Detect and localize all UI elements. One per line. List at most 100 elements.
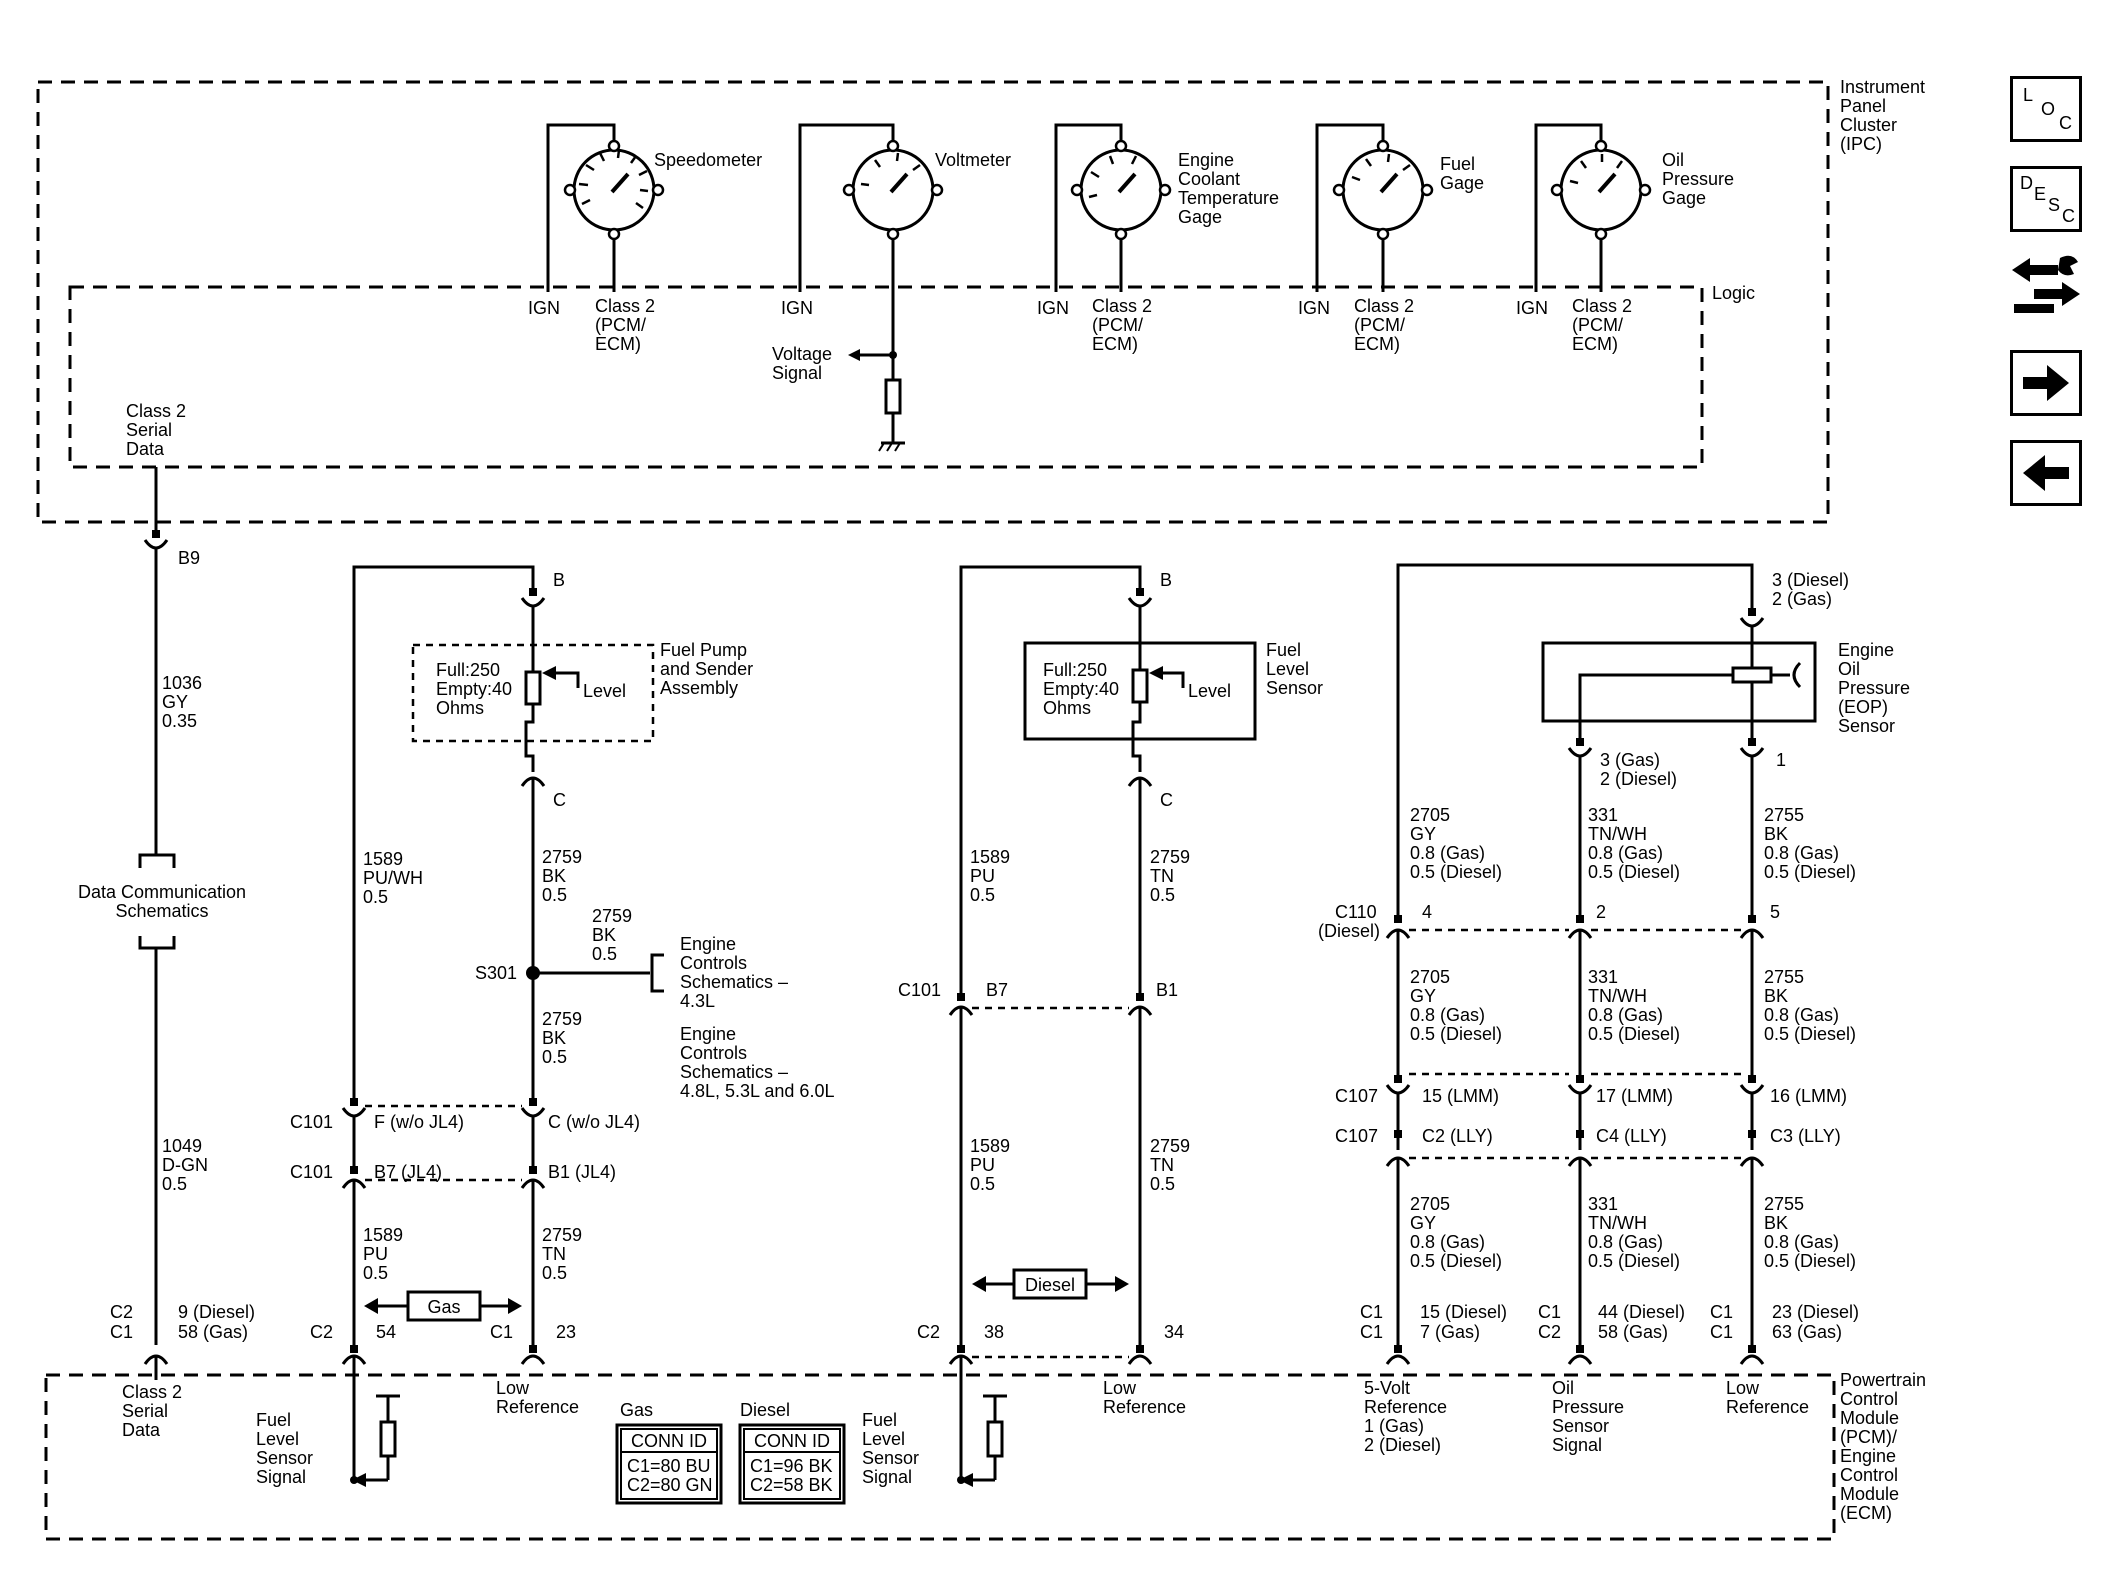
svg-text:CONN ID: CONN ID [754, 1431, 830, 1451]
desc-letter-e: E [2034, 184, 2047, 204]
oil-pressure-gauge: Oil Pressure Gage IGN Class 2 (PCM/ ECM) [1516, 123, 1734, 354]
svg-text:Level: Level [583, 681, 626, 701]
svg-text:Serial: Serial [122, 1401, 168, 1421]
svg-text:0.5: 0.5 [363, 887, 388, 907]
svg-text:16 (LMM): 16 (LMM) [1770, 1086, 1847, 1106]
svg-text:Gage: Gage [1440, 173, 1484, 193]
previous-page-button[interactable] [2010, 440, 2082, 506]
svg-text:C1: C1 [1360, 1302, 1383, 1322]
svg-text:1049: 1049 [162, 1136, 202, 1156]
svg-text:(EOP): (EOP) [1838, 697, 1888, 717]
svg-text:15 (LMM): 15 (LMM) [1422, 1086, 1499, 1106]
svg-text:Empty:40: Empty:40 [1043, 679, 1119, 699]
svg-text:C2=80 GN: C2=80 GN [627, 1475, 713, 1495]
svg-text:Level: Level [1188, 681, 1231, 701]
pcm-ecm-boundary [44, 1373, 1836, 1541]
svg-text:ECM): ECM) [1354, 334, 1400, 354]
svg-text:TN/WH: TN/WH [1588, 1213, 1647, 1233]
svg-text:Level: Level [1266, 659, 1309, 679]
svg-text:C1: C1 [110, 1322, 133, 1342]
svg-text:Reference: Reference [1364, 1397, 1447, 1417]
svg-text:Speedometer: Speedometer [654, 150, 762, 170]
svg-text:Cluster: Cluster [1840, 115, 1897, 135]
svg-text:TN: TN [542, 1244, 566, 1264]
svg-text:Sensor: Sensor [1552, 1416, 1609, 1436]
svg-text:Data: Data [122, 1420, 161, 1440]
svg-text:Schematics –: Schematics – [680, 1062, 788, 1082]
svg-text:2755: 2755 [1764, 967, 1804, 987]
svg-text:Engine: Engine [1178, 150, 1234, 170]
svg-text:C1: C1 [1538, 1302, 1561, 1322]
svg-text:3 (Diesel): 3 (Diesel) [1772, 570, 1849, 590]
svg-text:BK: BK [1764, 986, 1788, 1006]
svg-text:2 (Gas): 2 (Gas) [1772, 589, 1832, 609]
svg-text:Signal: Signal [256, 1467, 306, 1487]
location-view-button[interactable]: L O C [2010, 76, 2082, 142]
svg-text:4.3L: 4.3L [680, 991, 715, 1011]
svg-text:3 (Gas): 3 (Gas) [1600, 750, 1660, 770]
ipc-boundary [36, 80, 1830, 524]
svg-text:Low: Low [1726, 1378, 1760, 1398]
svg-text:0.5: 0.5 [970, 1174, 995, 1194]
svg-text:38: 38 [984, 1322, 1004, 1342]
desc-letter-s: S [2048, 195, 2061, 215]
svg-text:0.5 (Diesel): 0.5 (Diesel) [1410, 862, 1502, 882]
svg-text:C: C [1160, 790, 1173, 810]
svg-text:GY: GY [1410, 986, 1436, 1006]
svg-text:1589: 1589 [363, 1225, 403, 1245]
svg-text:BK: BK [1764, 824, 1788, 844]
svg-text:GY: GY [1410, 824, 1436, 844]
svg-text:0.8 (Gas): 0.8 (Gas) [1588, 843, 1663, 863]
desc-letter-c2: C [2062, 206, 2075, 226]
svg-text:Class 2: Class 2 [1092, 296, 1152, 316]
description-view-button[interactable]: D E S C [2010, 166, 2082, 232]
data-communication-link: Data Communication [78, 882, 246, 902]
svg-text:C2 (LLY): C2 (LLY) [1422, 1126, 1493, 1146]
svg-text:Powertrain: Powertrain [1840, 1370, 1926, 1390]
svg-text:58 (Gas): 58 (Gas) [178, 1322, 248, 1342]
arrow-right-icon [2023, 365, 2069, 401]
svg-text:2759: 2759 [1150, 847, 1190, 867]
svg-text:(PCM/: (PCM/ [595, 315, 646, 335]
speedometer-gauge: Speedometer IGN Class 2 (PCM/ ECM) [528, 123, 762, 354]
svg-text:Gage: Gage [1662, 188, 1706, 208]
svg-text:C4 (LLY): C4 (LLY) [1596, 1126, 1667, 1146]
svg-text:0.5 (Diesel): 0.5 (Diesel) [1764, 1251, 1856, 1271]
svg-text:0.8 (Gas): 0.8 (Gas) [1410, 1232, 1485, 1252]
svg-text:Fuel: Fuel [1266, 640, 1301, 660]
svg-text:TN/WH: TN/WH [1588, 986, 1647, 1006]
svg-text:2: 2 [1596, 902, 1606, 922]
gas-fuel-sender-circuit: B Full:250 Empty:40 Ohms Level Fuel Pump… [256, 565, 834, 1487]
svg-text:Fuel Pump: Fuel Pump [660, 640, 747, 660]
svg-text:Engine: Engine [1838, 640, 1894, 660]
svg-text:2755: 2755 [1764, 805, 1804, 825]
repair-procedure-button[interactable] [2008, 252, 2084, 318]
svg-text:63 (Gas): 63 (Gas) [1772, 1322, 1842, 1342]
svg-text:C2: C2 [110, 1302, 133, 1322]
svg-text:Pressure: Pressure [1662, 169, 1734, 189]
svg-text:GY: GY [162, 692, 188, 712]
svg-text:Class 2: Class 2 [595, 296, 655, 316]
next-page-button[interactable] [2010, 350, 2082, 416]
svg-text:C2: C2 [1538, 1322, 1561, 1342]
loc-letter-l: L [2023, 85, 2034, 105]
svg-text:2759: 2759 [542, 847, 582, 867]
svg-text:0.8 (Gas): 0.8 (Gas) [1764, 1232, 1839, 1252]
svg-text:2 (Diesel): 2 (Diesel) [1600, 769, 1677, 789]
svg-text:0.5 (Diesel): 0.5 (Diesel) [1588, 1251, 1680, 1271]
svg-text:C101: C101 [290, 1162, 333, 1182]
svg-text:23: 23 [556, 1322, 576, 1342]
svg-text:44 (Diesel): 44 (Diesel) [1598, 1302, 1685, 1322]
svg-text:Empty:40: Empty:40 [436, 679, 512, 699]
svg-text:Oil: Oil [1838, 659, 1860, 679]
coolant-temp-gauge: Engine Coolant Temperature Gage IGN Clas… [1037, 123, 1279, 354]
svg-text:Sensor: Sensor [1838, 716, 1895, 736]
svg-text:Class 2: Class 2 [1572, 296, 1632, 316]
svg-text:Signal: Signal [772, 363, 822, 383]
svg-text:Sensor: Sensor [1266, 678, 1323, 698]
loc-letter-o: O [2041, 99, 2056, 119]
serial-data-circuit: Class 2 Serial Data B9 1036 GY 0.35 Data… [78, 401, 255, 1440]
svg-text:0.5 (Diesel): 0.5 (Diesel) [1764, 1024, 1856, 1044]
svg-text:Voltmeter: Voltmeter [935, 150, 1011, 170]
